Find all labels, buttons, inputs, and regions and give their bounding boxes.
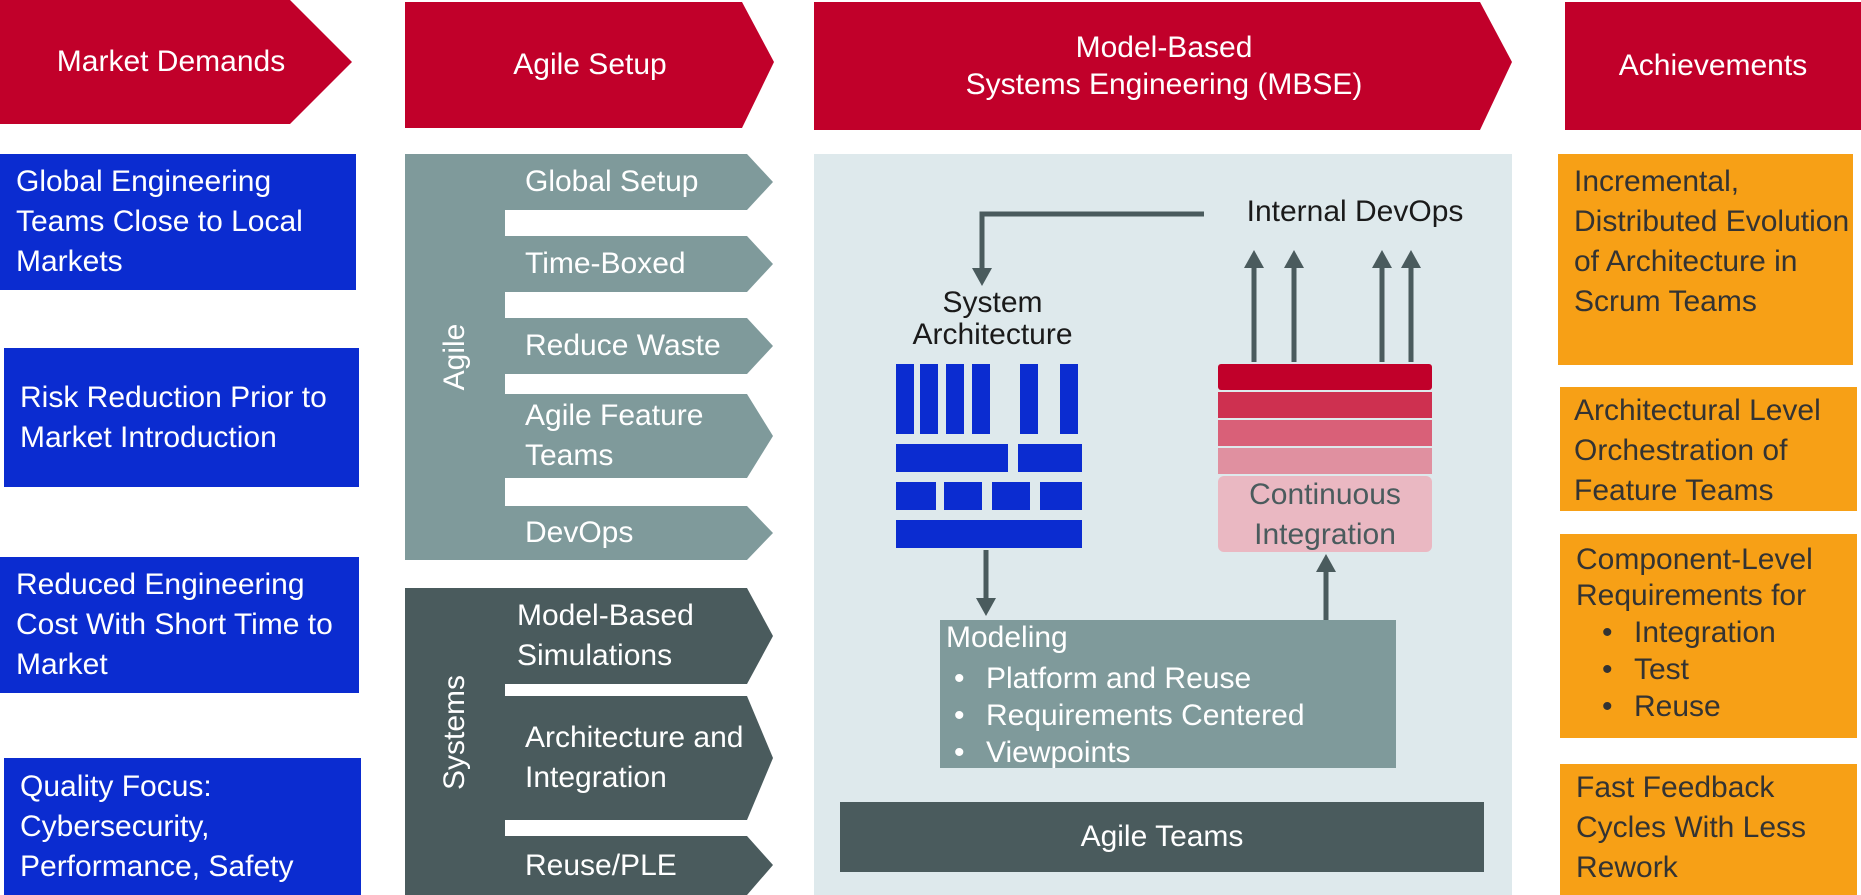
agile-chev-4 xyxy=(505,394,773,478)
achievement-orchestration: Architectural Level Orchestration of Fea… xyxy=(1560,387,1857,511)
header-arrows xyxy=(0,0,1861,130)
continuous-integration-line2: Integration xyxy=(1254,518,1396,551)
modeling-bullet: Requirements Centered xyxy=(954,697,1386,734)
modeling-content: Modeling Platform and Reuse Requirements… xyxy=(946,620,1386,771)
modeling-bullet: Platform and Reuse xyxy=(954,660,1386,697)
devops-arrowhead xyxy=(972,268,992,286)
header-mbse: Model-Based Systems Engineering (MBSE) xyxy=(814,2,1514,130)
agile-item-time-boxed: Time-Boxed xyxy=(525,247,686,280)
component-level-bullet: Reuse xyxy=(1602,688,1857,725)
systems-chev-1 xyxy=(505,588,773,684)
system-architecture-label: System Architecture xyxy=(880,287,1105,351)
systems-group-label: Systems xyxy=(438,674,471,790)
systems-spine xyxy=(405,588,505,895)
agile-chev-1 xyxy=(505,154,773,210)
header-market-shape xyxy=(0,0,352,124)
continuous-integration-line1: Continuous xyxy=(1249,478,1401,511)
agile-chev-3 xyxy=(505,318,773,374)
agile-setup-shapes xyxy=(405,154,773,895)
system-architecture-blocks xyxy=(896,364,1082,548)
agile-item-feature-teams: Agile Feature Teams xyxy=(525,399,704,472)
modeling-bullet: Viewpoints xyxy=(954,734,1386,771)
ci-base xyxy=(1218,476,1432,552)
modeling-bullets: Platform and Reuse Requirements Centered… xyxy=(946,660,1386,771)
ci-layer-3 xyxy=(1218,420,1432,446)
system-architecture-line1: System xyxy=(942,286,1043,319)
component-level-bullets: Integration Test Reuse xyxy=(1576,614,1857,725)
modeling-to-ci-arrowhead xyxy=(1316,554,1336,572)
systems-chev-2 xyxy=(505,696,773,820)
header-agile-setup: Agile Setup xyxy=(513,48,667,82)
header-achievements: Achievements xyxy=(1618,49,1808,83)
ci-up-arrows xyxy=(1244,250,1421,362)
header-achievements-shape xyxy=(1565,2,1861,130)
market-demand-global: Global Engineering Teams Close to Local … xyxy=(0,154,356,290)
internal-devops-label: Internal DevOps xyxy=(1246,195,1464,228)
agile-teams-bar xyxy=(840,802,1484,872)
architecture-to-modeling-arrowhead xyxy=(976,598,996,616)
agile-spine xyxy=(405,154,505,560)
agile-item-reduce-waste: Reduce Waste xyxy=(525,329,721,362)
header-mbse-line1: Model-Based xyxy=(1075,30,1253,64)
header-market-demands: Market Demands xyxy=(56,45,286,79)
component-level-bullet: Test xyxy=(1602,651,1857,688)
modeling-title: Modeling xyxy=(946,621,1068,654)
continuous-integration-label: Continuous Integration xyxy=(1218,475,1432,555)
market-demand-quality: Quality Focus: Cybersecurity, Performanc… xyxy=(4,758,361,895)
component-level-bullet: Integration xyxy=(1602,614,1857,651)
systems-item-reuse: Reuse/PLE xyxy=(525,848,677,882)
achievement-fast-feedback: Fast Feedback Cycles With Less Rework xyxy=(1560,764,1857,895)
system-architecture-line2: Architecture xyxy=(912,318,1073,351)
ci-layer-2 xyxy=(1218,392,1432,418)
systems-item-simulations: Model-Based Simulations xyxy=(517,599,694,672)
market-demand-cost: Reduced Engineering Cost With Short Time… xyxy=(0,557,359,693)
devops-to-architecture-arrow xyxy=(979,211,1204,272)
agile-chev-5 xyxy=(505,506,773,560)
systems-item-architecture: Architecture and Integration xyxy=(525,721,744,794)
header-agile-shape xyxy=(405,2,774,128)
agile-chev-2 xyxy=(505,236,773,292)
agile-item-global-setup: Global Setup xyxy=(525,165,699,198)
component-level-title: Component-Level Requirements for xyxy=(1576,543,1813,612)
ci-layer-4 xyxy=(1218,448,1432,474)
header-mbse-line2: Systems Engineering (MBSE) xyxy=(965,68,1363,101)
agile-group-label: Agile xyxy=(438,323,471,391)
ci-layer-1 xyxy=(1218,364,1432,390)
header-mbse-shape xyxy=(814,2,1512,130)
agile-item-devops: DevOps xyxy=(525,516,634,549)
achievement-incremental: Incremental, Distributed Evolution of Ar… xyxy=(1558,154,1853,365)
agile-teams-label: Agile Teams xyxy=(1080,820,1244,853)
systems-chev-3 xyxy=(505,836,773,895)
market-demand-risk: Risk Reduction Prior to Market Introduct… xyxy=(4,348,359,487)
achievement-component-level: Component-Level Requirements for Integra… xyxy=(1560,534,1857,738)
